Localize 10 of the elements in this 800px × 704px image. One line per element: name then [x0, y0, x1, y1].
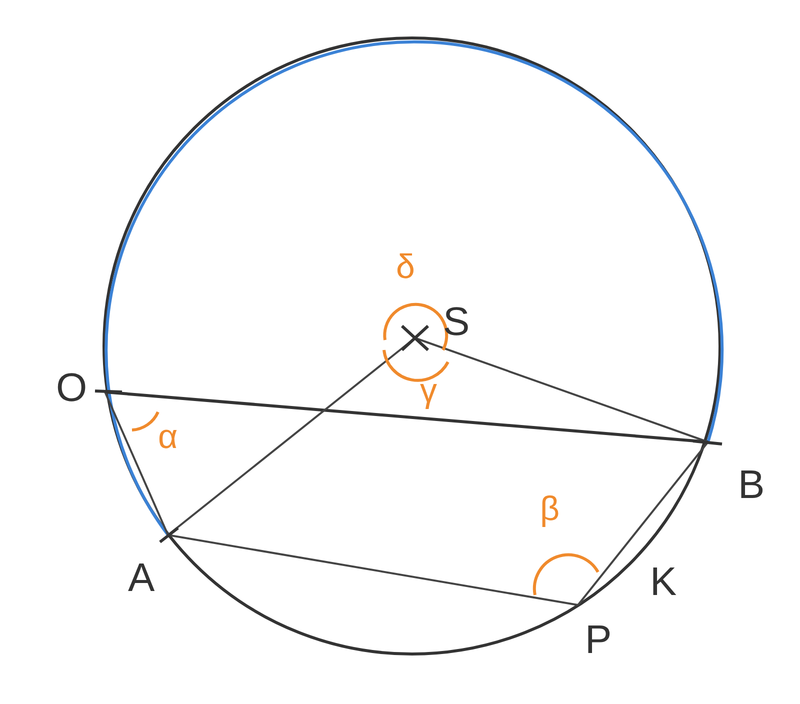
point-label: K: [650, 562, 677, 602]
angle-label: α: [158, 420, 178, 454]
point-label: A: [128, 558, 155, 598]
point-label: O: [56, 368, 88, 408]
angle-label: δ: [396, 250, 415, 284]
point-label: P: [585, 620, 612, 660]
angle-label: γ: [420, 374, 437, 408]
point-label: S: [443, 302, 470, 342]
point-label: B: [738, 465, 765, 505]
angle-label: β: [540, 492, 560, 526]
